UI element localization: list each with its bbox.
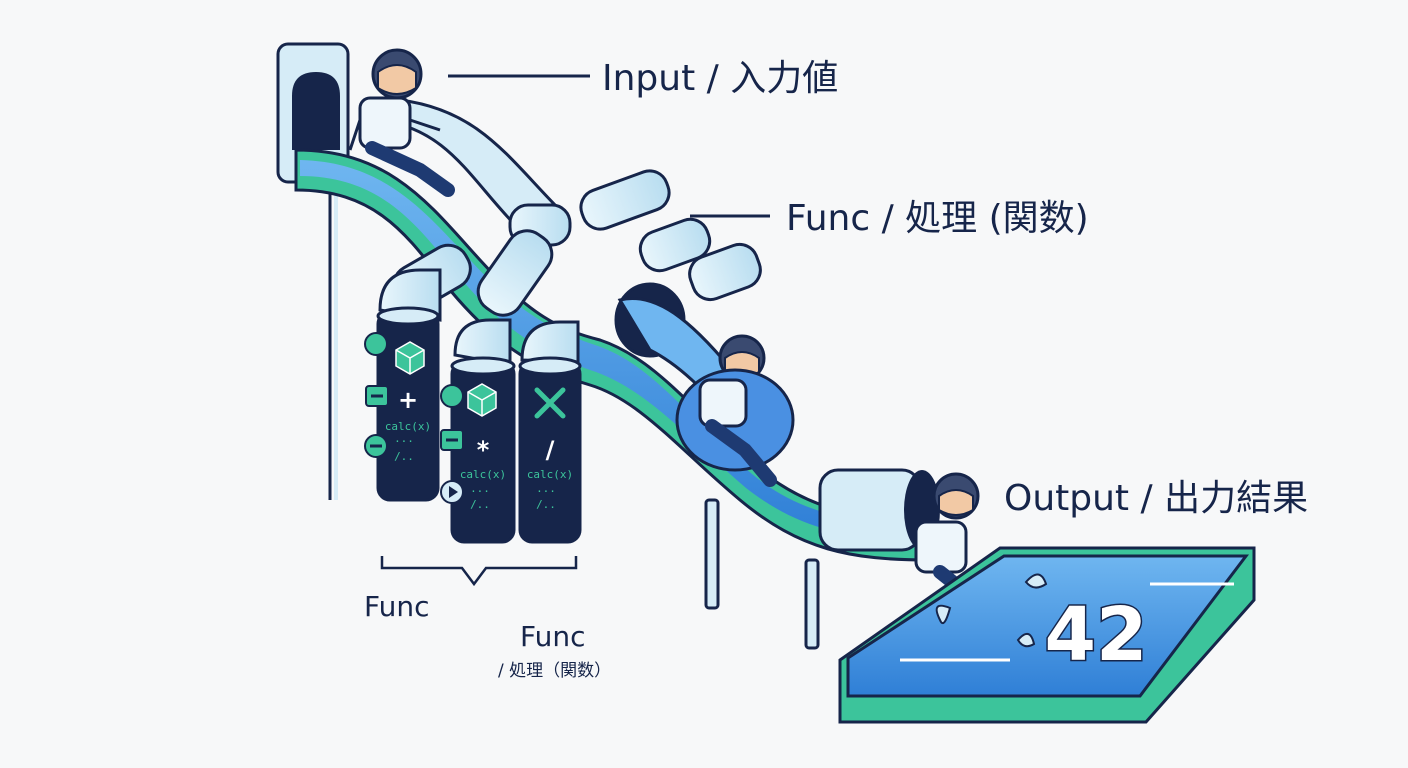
- cube-icon: [467, 383, 497, 417]
- func-group-bracket: [380, 556, 578, 587]
- operator-label: +: [398, 386, 418, 414]
- operator-label: /: [546, 436, 555, 464]
- side-icons: [364, 332, 464, 504]
- tail-label: /..: [536, 498, 556, 511]
- result-value: 42: [1045, 592, 1148, 678]
- func-sub-title: Func: [520, 620, 585, 653]
- output-label: Output / 出力結果: [1004, 478, 1308, 519]
- rider-input: [348, 48, 455, 197]
- tail-label: /..: [470, 498, 490, 511]
- tail-label: /..: [394, 450, 414, 463]
- func-sub-caption: / 処理（関数）: [498, 661, 611, 681]
- teal-dot-icon: [440, 384, 464, 408]
- func-pipe-3: / calc(x) ... /..: [518, 356, 582, 544]
- func-main-label: Func / 処理 (関数): [786, 198, 1089, 239]
- operator-label: *: [477, 436, 490, 464]
- callouts: Input / 入力値 Func / 処理 (関数) Output / 出力結果…: [364, 58, 1308, 681]
- dots-label: ...: [536, 482, 556, 495]
- rider-func: [675, 334, 795, 487]
- code-label: calc(x): [385, 420, 431, 433]
- dots-label: ...: [394, 432, 414, 445]
- cube-icon: [395, 341, 425, 375]
- close-x-icon: [534, 387, 566, 419]
- func-group-label: Func: [364, 590, 429, 623]
- teal-dot-icon: [364, 332, 388, 356]
- play-icon: [440, 480, 464, 504]
- code-label: calc(x): [527, 468, 573, 481]
- slide-supports: [704, 498, 820, 650]
- dots-label: ...: [470, 482, 490, 495]
- splash-icon: [935, 573, 1048, 648]
- minus-icon: [365, 385, 389, 407]
- branch-pipes: [378, 169, 762, 367]
- func-pipe-2: * calc(x) ... /..: [450, 356, 516, 544]
- input-label: Input / 入力値: [602, 58, 838, 99]
- output-pool: 42: [838, 546, 1256, 724]
- start-tunnel: [276, 42, 350, 500]
- code-label: calc(x): [460, 468, 506, 481]
- minus-icon: [440, 429, 464, 451]
- minus-icon: [364, 434, 388, 458]
